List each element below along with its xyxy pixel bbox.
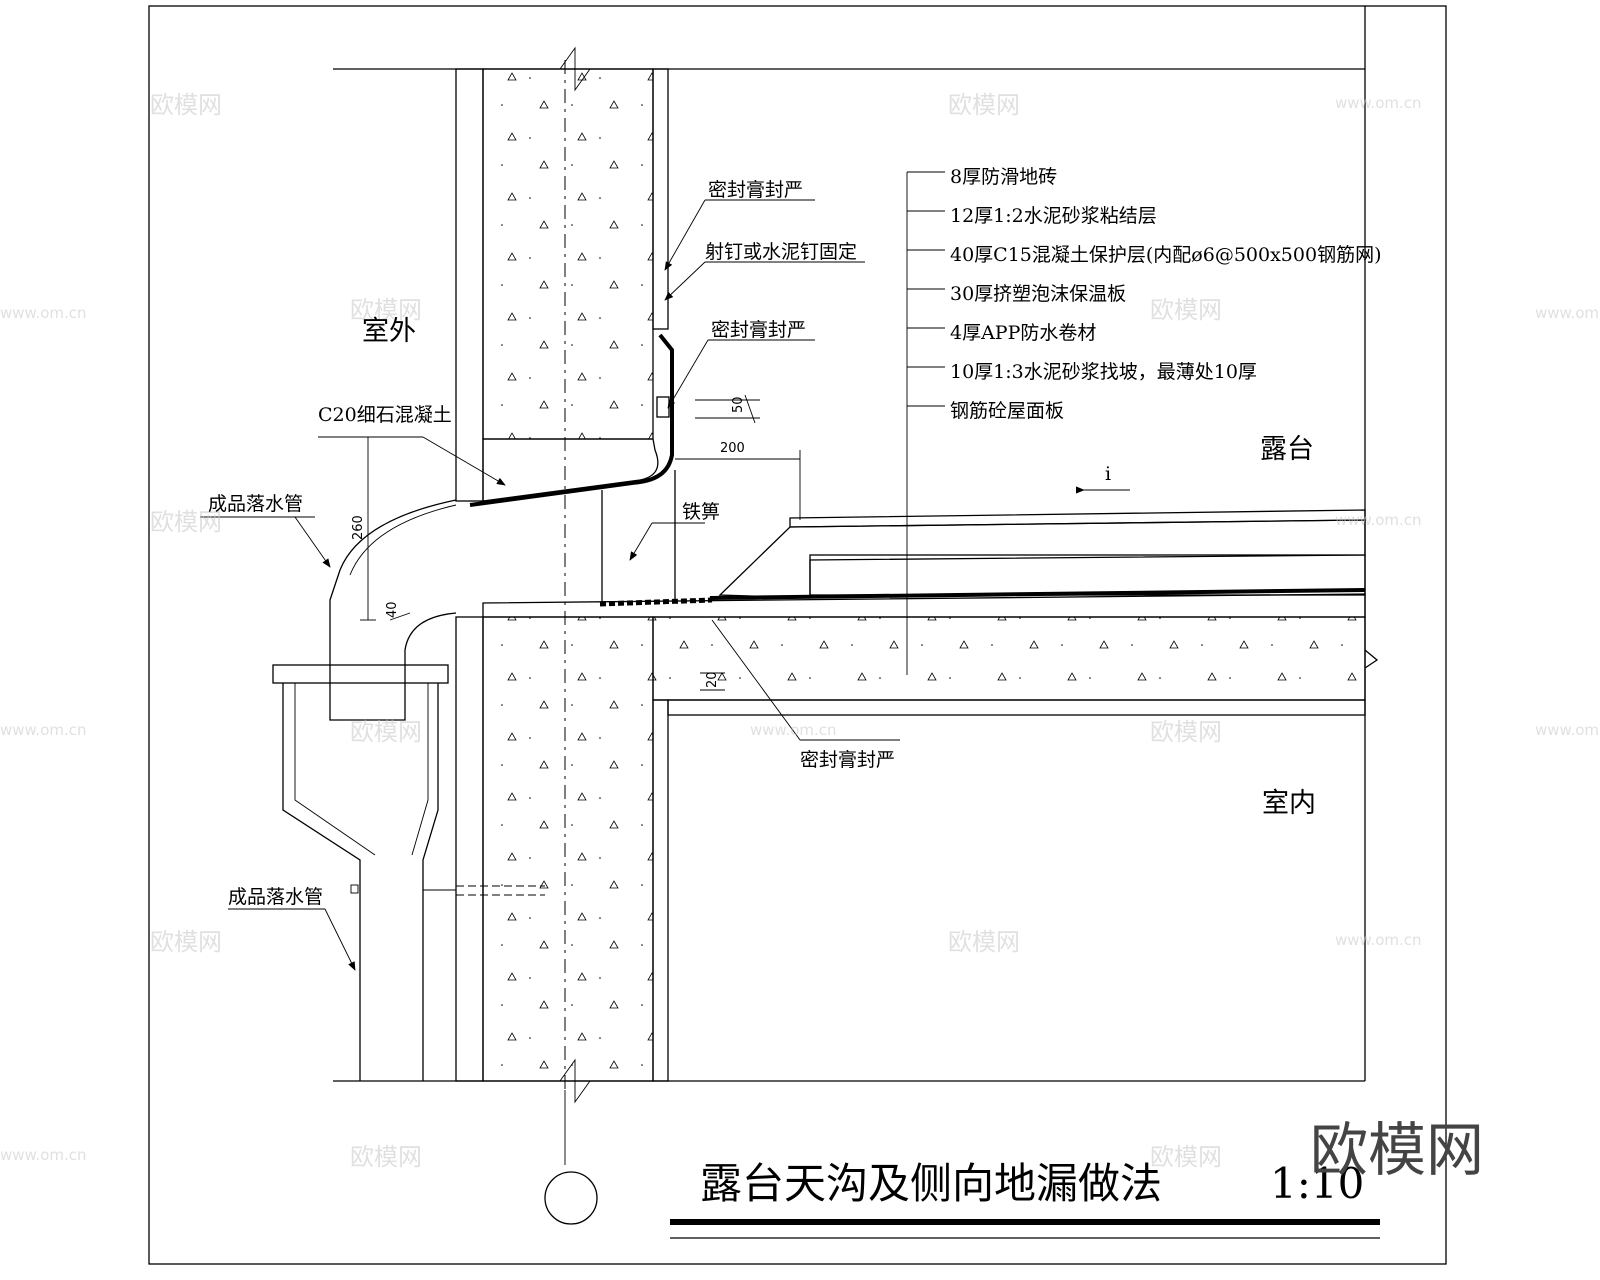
callout-pipe-upper: 成品落水管 [208,493,303,515]
top-break-mark [559,46,591,92]
svg-text:欧模网: 欧模网 [150,928,222,956]
drawing-title: 露台天沟及侧向地漏做法 [700,1159,1162,1208]
watermark-layer: 欧模网 欧模网 www.om.cn www.om.cn 欧模网 欧模网 www.… [0,91,1600,1171]
svg-text:欧模网: 欧模网 [150,91,222,119]
region-outdoor: 室外 [362,316,416,347]
layer-item: 8厚防滑地砖 [950,166,1057,188]
lower-wall [455,616,669,1082]
dimension-lines [360,394,801,691]
drawing-scale: 1:10 [1270,1159,1364,1208]
svg-text:www.om.cn: www.om.cn [1335,931,1422,949]
svg-text:www.om.cn: www.om.cn [1335,511,1422,529]
drawing-frame [148,5,1447,1265]
callout-sealant-mid: 密封膏封严 [711,318,806,341]
sealant-block [656,396,670,418]
svg-text:www.om.cn: www.om.cn [1535,304,1600,322]
title-underline [670,1219,1380,1225]
svg-text:欧模网: 欧模网 [350,296,422,324]
region-terrace: 露台 [1260,434,1314,465]
callout-pipe-lower: 成品落水管 [228,886,323,908]
svg-text:欧模网: 欧模网 [1150,1143,1222,1171]
region-indoor: 室内 [1262,788,1316,819]
svg-text:欧模网: 欧模网 [948,91,1020,119]
bottom-break-mark [559,1058,591,1104]
layer-item: 钢筋砼屋面板 [950,400,1064,422]
grate [601,470,676,603]
svg-text:欧模网: 欧模网 [1150,296,1222,324]
dimension-200: 200 [720,441,745,456]
dimension-50: 50 [731,396,746,413]
callout-fixing: 射钉或水泥钉固定 [705,241,857,263]
svg-text:欧模网: 欧模网 [1150,718,1222,746]
axis-bubble [544,1171,598,1225]
callout-leaders [200,199,1130,971]
callout-sealant-bottom: 密封膏封严 [800,748,895,771]
svg-text:www.om.cn: www.om.cn [0,721,87,739]
layer-leader [906,171,945,675]
terrace-buildup [599,509,1366,607]
waterproof-upturn [469,333,674,507]
dimension-20: 20 [705,671,720,688]
svg-text:www.om.cn: www.om.cn [0,1146,87,1164]
dimension-260: 260 [351,515,366,540]
layer-list: 8厚防滑地砖 12厚1:2水泥砂浆粘结层 40厚C15混凝土保护层(内配ø6@5… [950,166,1382,422]
dimension-40: 40 [385,601,400,618]
layer-item: 4厚APP防水卷材 [950,322,1096,344]
svg-text:www.om.cn: www.om.cn [0,304,87,322]
svg-text:www.om.cn: www.om.cn [1335,94,1422,112]
layer-item: 30厚挤塑泡沫保温板 [950,283,1126,305]
svg-text:www.om.cn: www.om.cn [1535,721,1600,739]
roof-slab [482,593,1379,716]
callout-cast-iron: 铁箅 [682,501,720,523]
upper-wall [455,68,669,502]
svg-text:欧模网: 欧模网 [948,928,1020,956]
svg-text:欧模网: 欧模网 [150,508,222,536]
svg-text:欧模网: 欧模网 [350,1143,422,1171]
downpipe [272,499,545,1081]
svg-text:欧模网: 欧模网 [350,718,422,746]
layer-item: 12厚1:2水泥砂浆粘结层 [950,205,1157,227]
layer-item: 40厚C15混凝土保护层(内配ø6@500x500钢筋网) [950,244,1382,266]
svg-text:www.om.cn: www.om.cn [750,721,837,739]
brand-logo: 欧模网 [1310,1116,1484,1184]
layer-item: 10厚1:3水泥砂浆找坡，最薄处10厚 [950,361,1257,383]
callout-concrete: C20细石混凝土 [318,404,452,426]
slope-label: i [1105,463,1111,485]
callout-sealant-top: 密封膏封严 [708,178,803,201]
